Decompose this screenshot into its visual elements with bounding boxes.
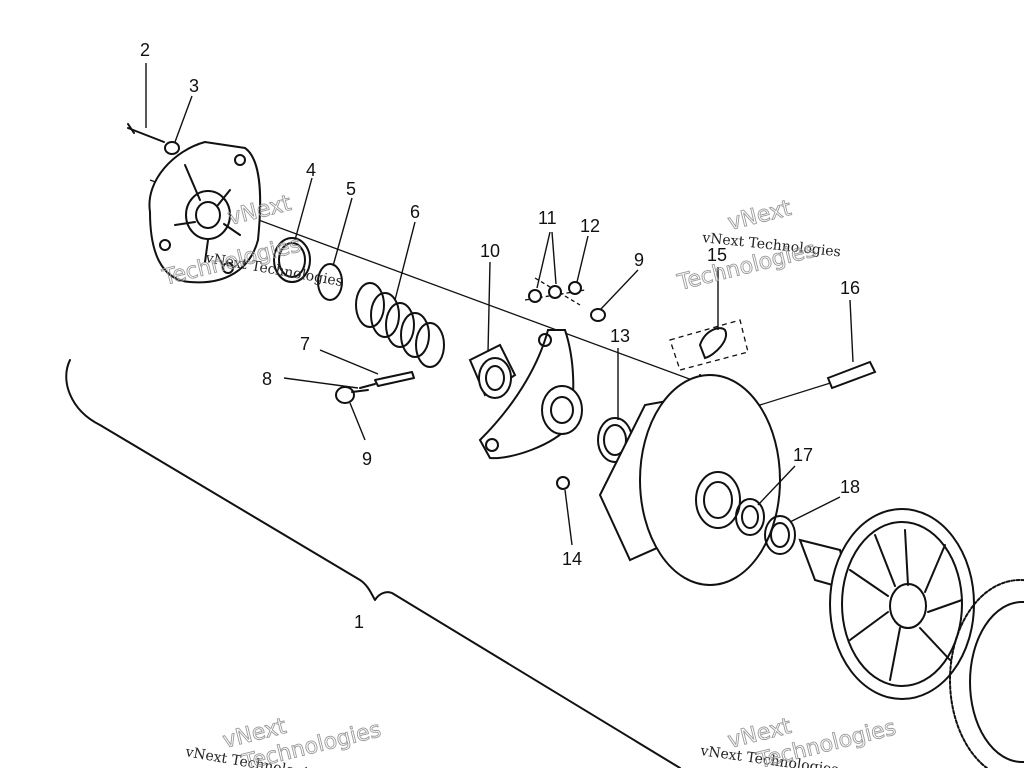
part-small-pin <box>359 383 376 389</box>
part-nut <box>590 308 606 322</box>
callout-18: 18 <box>840 477 860 497</box>
part-nut-washer-group <box>524 277 586 306</box>
part-spring <box>355 282 445 368</box>
part-washer <box>164 141 180 155</box>
watermark-bottom-right: vNext vNext Technologies Technologies <box>698 713 899 773</box>
callout-17: 17 <box>793 445 813 465</box>
callout-15: 15 <box>707 245 727 265</box>
part-cover-plate <box>148 140 262 284</box>
callout-10: 10 <box>480 241 500 261</box>
callout-11: 11 <box>538 208 557 228</box>
part-spider-arm <box>478 329 583 460</box>
part-ring-inner <box>278 242 306 278</box>
callout-7: 7 <box>300 334 310 354</box>
callout-2: 2 <box>140 40 150 60</box>
part-ring-gear <box>949 579 1024 773</box>
part-bushing-17-inner <box>741 505 759 529</box>
watermark-right: vNext vNext Technologies Technologies <box>674 195 842 296</box>
part-roller <box>468 343 517 399</box>
callout-8: 8 <box>262 369 272 389</box>
part-shoulder-bolt <box>335 386 369 404</box>
assembly-brace <box>65 359 681 769</box>
part-fixed-sheave <box>798 508 975 700</box>
part-dowel-pin <box>826 360 877 390</box>
part-small-nut <box>556 476 570 490</box>
part-bolt <box>127 123 165 143</box>
part-pin <box>374 371 415 387</box>
callout-9-bolt: 9 <box>362 449 372 469</box>
callout-4: 4 <box>306 160 316 180</box>
part-moveable-sheave <box>598 374 781 586</box>
axis-line-right <box>759 379 841 406</box>
callout-9-nut: 9 <box>634 250 644 270</box>
part-bushing-18 <box>764 515 796 555</box>
watermark-brand: vNext <box>725 196 794 236</box>
leader-lines <box>145 63 854 546</box>
callout-3: 3 <box>189 76 199 96</box>
callout-12: 12 <box>580 216 600 236</box>
callout-14: 14 <box>562 549 582 569</box>
part-bushing-18-inner <box>770 522 790 548</box>
callout-1: 1 <box>354 612 364 632</box>
part-snap-ring <box>317 263 343 301</box>
part-bushing-17 <box>735 498 765 536</box>
callout-13: 13 <box>610 326 630 346</box>
part-thrust-washer-inner <box>603 424 627 456</box>
callout-16: 16 <box>840 278 860 298</box>
watermark-bottom-left: vNext vNext Technologies Technologies <box>183 713 384 773</box>
part-ring <box>273 237 311 283</box>
callout-6: 6 <box>410 202 420 222</box>
callout-5: 5 <box>346 179 356 199</box>
